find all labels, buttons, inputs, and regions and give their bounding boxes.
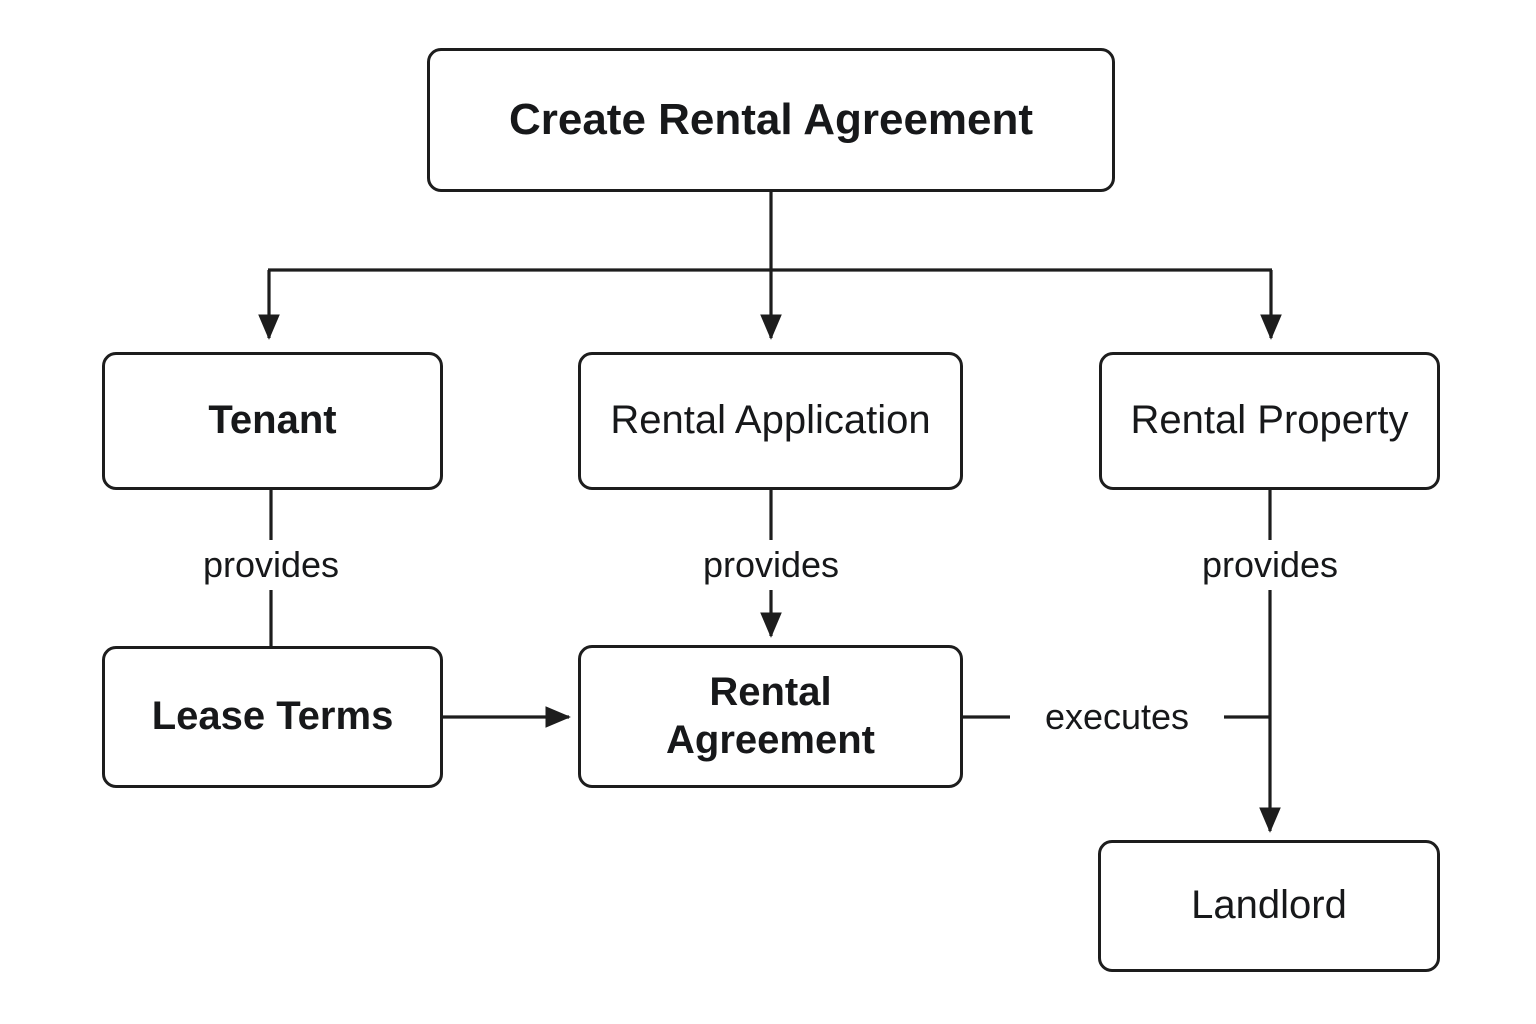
edge-label-provides-tenant: provides (195, 547, 347, 583)
node-label: Create Rental Agreement (508, 95, 1034, 145)
node-label: Rental Property (1130, 398, 1409, 443)
node-label: Tenant (208, 398, 337, 443)
node-label: Rental Agreement (666, 670, 875, 762)
edge-label-executes: executes (1037, 699, 1197, 735)
node-landlord[interactable]: Landlord (1098, 840, 1440, 972)
node-label: Lease Terms (151, 694, 394, 739)
node-rental-property[interactable]: Rental Property (1099, 352, 1440, 490)
node-create-rental-agreement[interactable]: Create Rental Agreement (427, 48, 1115, 192)
edge-root-branch (258, 192, 1282, 340)
node-label: Rental Application (610, 398, 931, 443)
node-label: Landlord (1191, 883, 1347, 928)
node-tenant[interactable]: Tenant (102, 352, 443, 490)
edge-label-provides-property: provides (1194, 547, 1346, 583)
node-rental-agreement[interactable]: Rental Agreement (578, 645, 963, 788)
edge-label-provides-application: provides (695, 547, 847, 583)
node-rental-application[interactable]: Rental Application (578, 352, 963, 490)
node-lease-terms[interactable]: Lease Terms (102, 646, 443, 788)
